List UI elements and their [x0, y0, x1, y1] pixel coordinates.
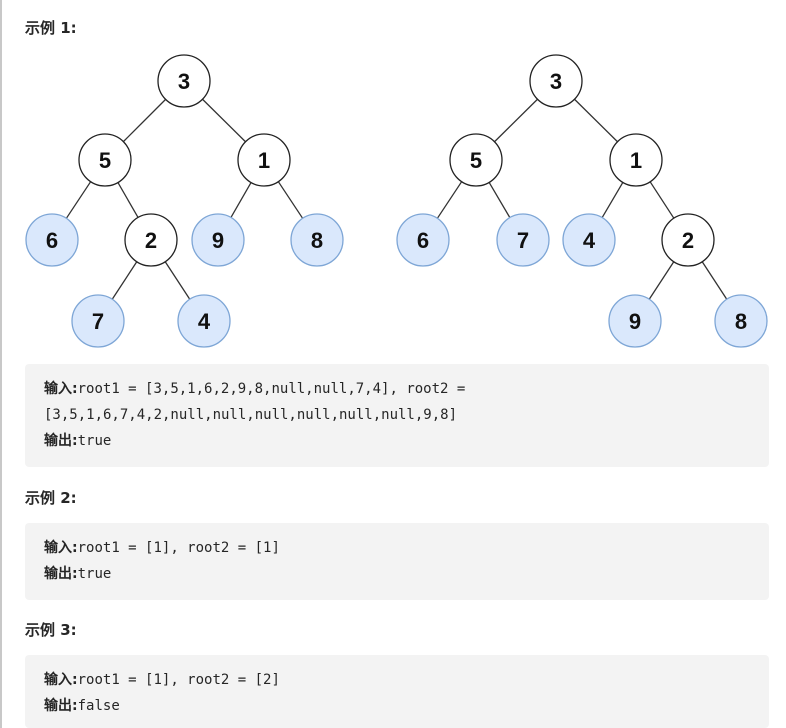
- tree-edge: [701, 261, 728, 300]
- tree-node: [157, 54, 211, 108]
- input-label: 输入:: [44, 540, 78, 556]
- tree-node: [449, 133, 503, 187]
- tree-edge: [164, 261, 191, 300]
- tree2-diagram: 3 5 1 6 7 4 2 9 8: [396, 54, 768, 348]
- node-label: 4: [198, 309, 211, 334]
- tree-edge: [65, 181, 92, 219]
- tree-edge: [436, 181, 463, 219]
- example-2-code-block: 输入:root1 = [1], root2 = [1] 输出:true: [25, 523, 769, 600]
- leaf-node: [71, 294, 125, 348]
- output-label: 输出:: [44, 698, 78, 714]
- tree-node: [78, 133, 132, 187]
- node-label: 6: [46, 228, 58, 253]
- tree1-diagram: 3 5 1 6 2 9 8 7 4: [25, 54, 344, 348]
- node-label: 9: [212, 228, 224, 253]
- node-label: 9: [629, 309, 641, 334]
- leaf-node: [562, 213, 616, 267]
- tree-edge: [648, 261, 675, 300]
- leaf-node: [496, 213, 550, 267]
- node-label: 8: [735, 309, 747, 334]
- input-value: root1 = [1], root2 = [2]: [77, 672, 280, 688]
- tree-edge: [574, 98, 618, 143]
- input-label: 输入:: [44, 672, 78, 688]
- left-border: [0, 0, 2, 728]
- leaf-node: [290, 213, 344, 267]
- output-value: true: [77, 433, 112, 449]
- tree-edge: [494, 98, 538, 143]
- node-label: 4: [583, 228, 596, 253]
- tree-edge: [277, 181, 304, 219]
- leaf-node: [177, 294, 231, 348]
- tree-node: [609, 133, 663, 187]
- tree-edge: [649, 181, 675, 219]
- tree-node: [529, 54, 583, 108]
- output-label: 输出:: [44, 566, 78, 582]
- input-label: 输入:: [44, 381, 78, 397]
- input-value: root1 = [1], root2 = [1]: [77, 540, 280, 556]
- node-label: 8: [311, 228, 323, 253]
- tree-node: [237, 133, 291, 187]
- node-label: 3: [178, 69, 190, 94]
- example-2-title: 示例 2:: [25, 489, 77, 507]
- example-1-title: 示例 1:: [25, 19, 77, 37]
- tree-node: [661, 213, 715, 267]
- tree-edge: [601, 182, 624, 218]
- tree-edge: [230, 182, 252, 218]
- tree-edge: [111, 261, 138, 300]
- leaf-node: [25, 213, 79, 267]
- tree-edge: [117, 182, 139, 218]
- output-value: false: [77, 698, 120, 714]
- node-label: 1: [630, 148, 642, 173]
- node-label: 1: [258, 148, 270, 173]
- example-1-code-block: 输入:root1 = [3,5,1,6,2,9,8,null,null,7,4]…: [25, 364, 769, 467]
- node-label: 7: [517, 228, 529, 253]
- tree-edge: [488, 182, 511, 218]
- output-value: true: [77, 566, 112, 582]
- output-label: 输出:: [44, 433, 78, 449]
- example-3-title: 示例 3:: [25, 621, 77, 639]
- leaf-node: [396, 213, 450, 267]
- leaf-node: [714, 294, 768, 348]
- example-1-tree-diagram: 3 5 1 6 2 9 8 7 4 3 5 1 6 7 4 2 9 8: [25, 54, 768, 348]
- input-value-continued: [3,5,1,6,7,4,2,null,null,null,null,null,…: [44, 407, 458, 423]
- example-3-code-block: 输入:root1 = [1], root2 = [2] 输出:false: [25, 655, 769, 728]
- node-label: 5: [470, 148, 482, 173]
- node-label: 3: [550, 69, 562, 94]
- input-value: root1 = [3,5,1,6,2,9,8,null,null,7,4], r…: [77, 381, 466, 397]
- tree-edge: [122, 98, 167, 143]
- node-label: 7: [92, 309, 104, 334]
- node-label: 2: [682, 228, 694, 253]
- node-label: 2: [145, 228, 157, 253]
- tree-edge: [202, 98, 246, 143]
- leaf-node: [191, 213, 245, 267]
- tree-node: [124, 213, 178, 267]
- node-label: 5: [99, 148, 111, 173]
- leaf-node: [608, 294, 662, 348]
- node-label: 6: [417, 228, 429, 253]
